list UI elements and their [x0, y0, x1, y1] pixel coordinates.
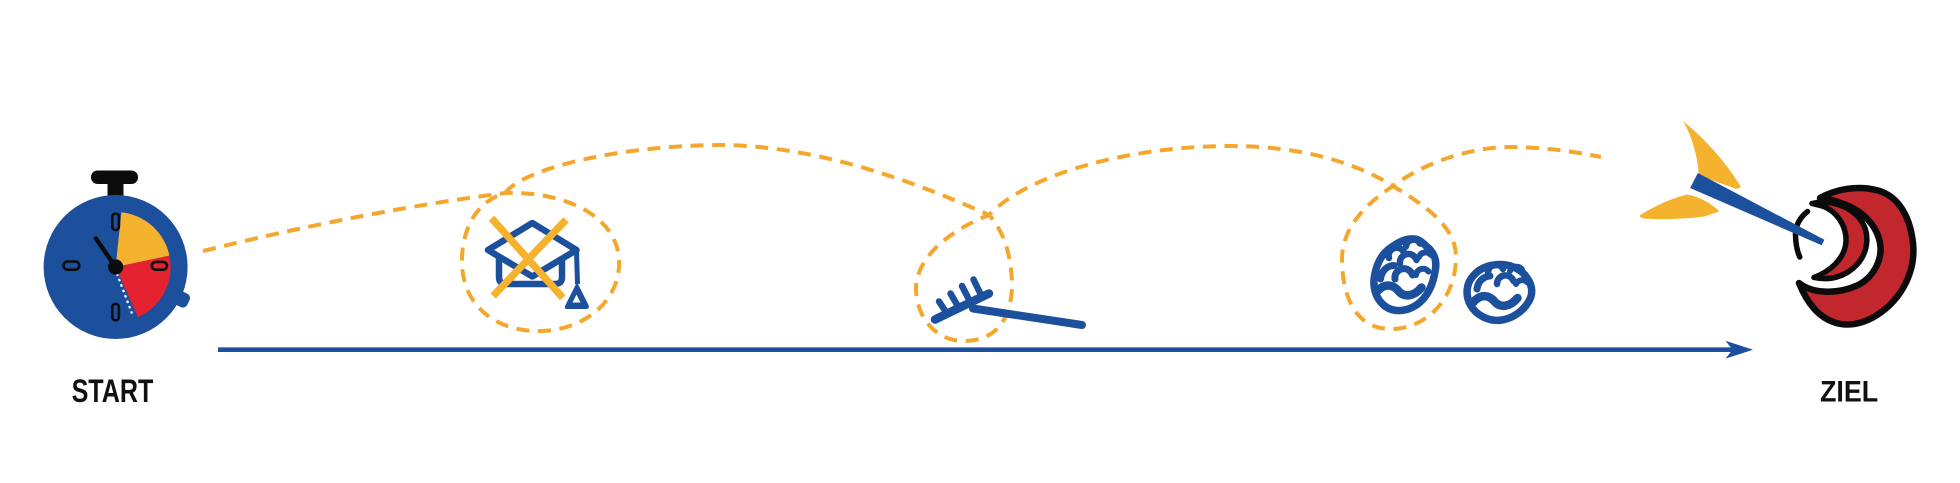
svg-text:ZIEL: ZIEL — [1820, 375, 1878, 409]
svg-text:START: START — [72, 374, 154, 410]
